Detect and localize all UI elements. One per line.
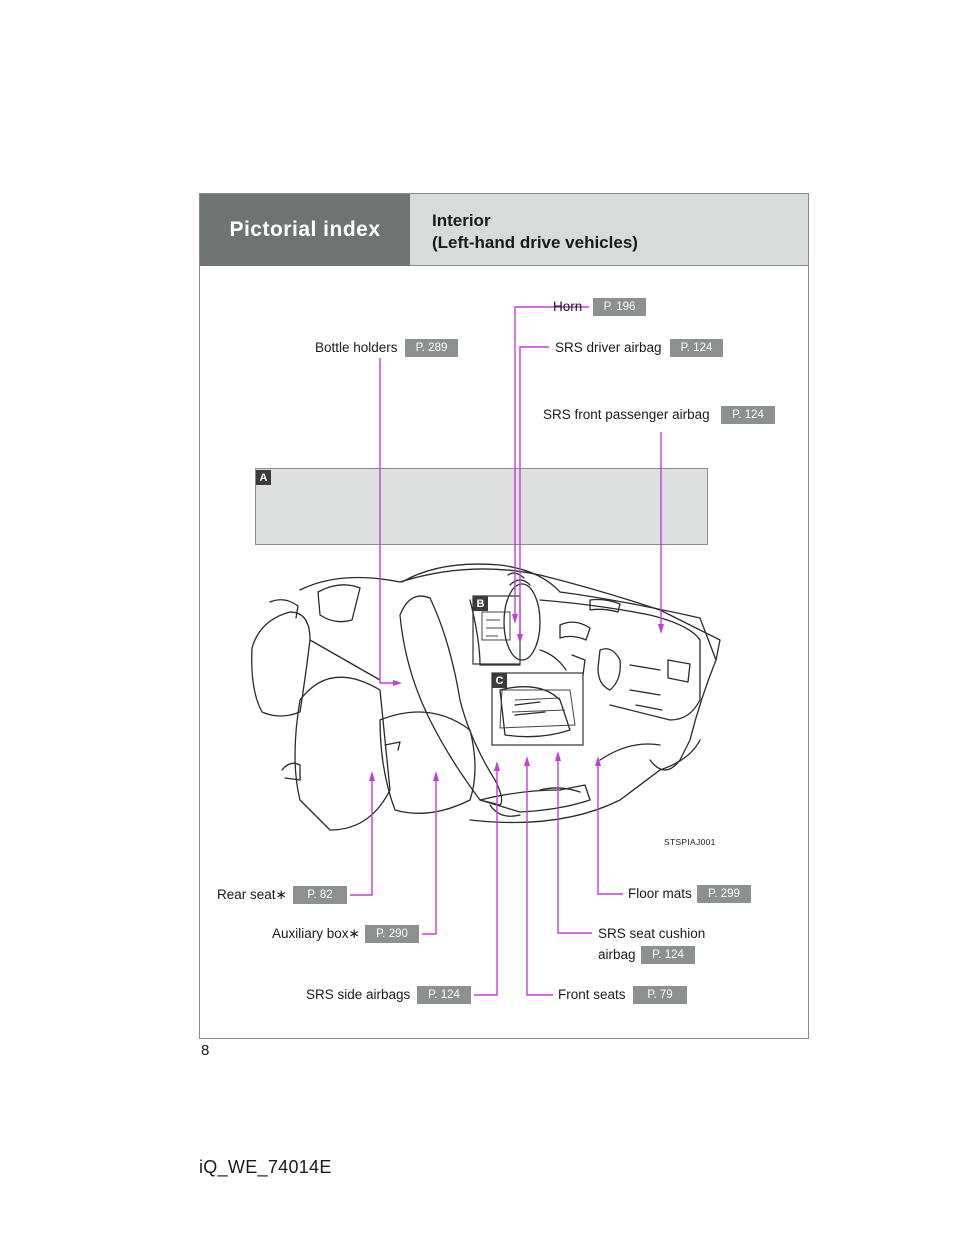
front-seats-label: Front seats — [558, 987, 626, 1002]
srs-side-airbags-label: SRS side airbags — [306, 987, 411, 1002]
bottle-holders-label: Bottle holders — [315, 340, 398, 355]
horn-page-badge[interactable]: P. 196 — [593, 298, 646, 316]
rear-seat-label: Rear seat∗ — [217, 887, 287, 902]
srs-front-passenger-airbag-label: SRS front passenger airbag — [543, 407, 710, 422]
rear-seat-page-badge[interactable]: P. 82 — [293, 886, 347, 904]
srs-side-airbags-page-badge[interactable]: P. 124 — [417, 986, 471, 1004]
floor-mats-page-badge[interactable]: P. 299 — [697, 885, 751, 903]
page-title-line1: Interior — [432, 211, 491, 230]
page-number: 8 — [201, 1042, 210, 1059]
inset-c-frame — [491, 672, 584, 746]
horn-label: Horn — [553, 299, 583, 314]
page-title-line2: (Left-hand drive vehicles) — [432, 233, 638, 252]
srs-driver-airbag-label: SRS driver airbag — [555, 340, 662, 355]
document-code: iQ_WE_74014E — [199, 1157, 332, 1177]
view-a-banner — [255, 468, 708, 545]
srs-seat-cushion-airbag-page-badge[interactable]: P. 124 — [641, 946, 695, 964]
figure-code: STSPIAJ001 — [664, 837, 716, 847]
front-seats-page-badge[interactable]: P. 79 — [633, 986, 687, 1004]
srs-seat-cushion-airbag-label-line1: SRS seat cushion — [598, 926, 706, 941]
srs-front-passenger-airbag-page-badge[interactable]: P. 124 — [721, 406, 775, 424]
srs-seat-cushion-airbag-label-line2: airbag — [598, 947, 636, 962]
auxiliary-box-label: Auxiliary box∗ — [272, 926, 360, 941]
tag-c: C — [492, 673, 507, 688]
bottle-holders-page-badge[interactable]: P. 289 — [405, 339, 458, 357]
page-title: Interior (Left-hand drive vehicles) — [410, 194, 808, 266]
floor-mats-label: Floor mats — [628, 886, 692, 901]
tag-a: A — [256, 470, 271, 485]
tag-b: B — [473, 596, 488, 611]
auxiliary-box-page-badge[interactable]: P. 290 — [365, 925, 419, 943]
section-title: Pictorial index — [200, 194, 410, 266]
srs-driver-airbag-page-badge[interactable]: P. 124 — [670, 339, 723, 357]
